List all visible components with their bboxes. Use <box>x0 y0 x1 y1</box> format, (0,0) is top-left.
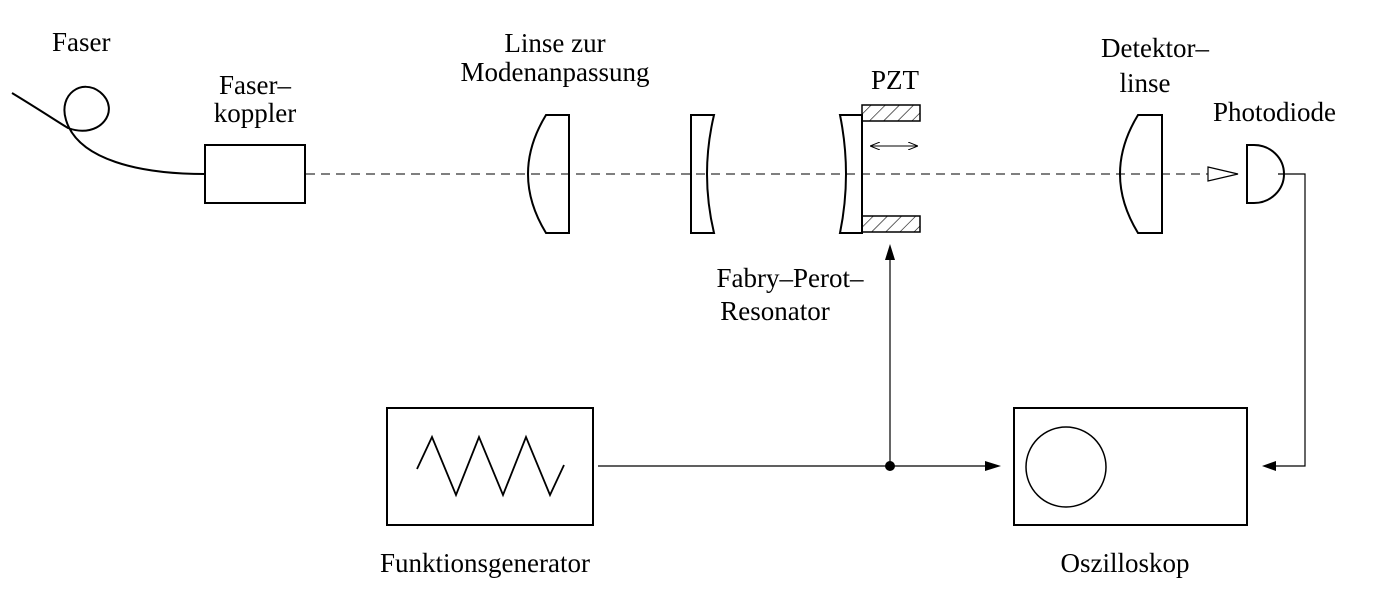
fiber-coupler-box <box>204 144 306 204</box>
photodiode-wire-arrow <box>1262 461 1276 471</box>
label-linse-line2: Modenanpassung <box>460 57 650 87</box>
label-linse-line1: Linse zur <box>504 28 606 58</box>
label-faser: Faser <box>52 27 111 57</box>
label-pzt: PZT <box>870 65 919 95</box>
pzt-lower-block <box>861 215 921 233</box>
beam-arrowhead <box>1207 166 1239 182</box>
photodiode-symbol <box>1246 144 1285 204</box>
concave-lens <box>690 114 716 234</box>
pzt-upper-block <box>861 104 921 122</box>
label-oszilloskop: Oszilloskop <box>1060 548 1190 578</box>
label-faserkoppler-line1: Faser– <box>219 70 291 100</box>
fiber-cable <box>11 85 206 175</box>
label-fabry-line2: Resonator <box>720 296 830 326</box>
oscilloscope-box <box>1013 407 1248 526</box>
detector-lens <box>1119 114 1163 234</box>
triangle-wave <box>416 434 565 498</box>
label-faserkoppler-line2: koppler <box>213 98 297 128</box>
label-detektor-line1: Detektor– <box>1101 33 1209 63</box>
label-fabry-line1: Fabry–Perot– <box>716 263 864 293</box>
generator-wire-arrow <box>985 461 1001 471</box>
mode-matching-lens <box>527 114 570 234</box>
label-photodiode: Photodiode <box>1213 97 1337 127</box>
pzt-wire-arrow <box>885 244 895 260</box>
function-generator-box <box>386 407 594 526</box>
oscilloscope-screen <box>1025 426 1107 508</box>
label-funktionsgenerator: Funktionsgenerator <box>380 548 590 578</box>
label-detektor-line2: linse <box>1119 68 1171 98</box>
photodiode-wire <box>1266 173 1306 467</box>
fabry-perot-mirror <box>838 114 863 234</box>
